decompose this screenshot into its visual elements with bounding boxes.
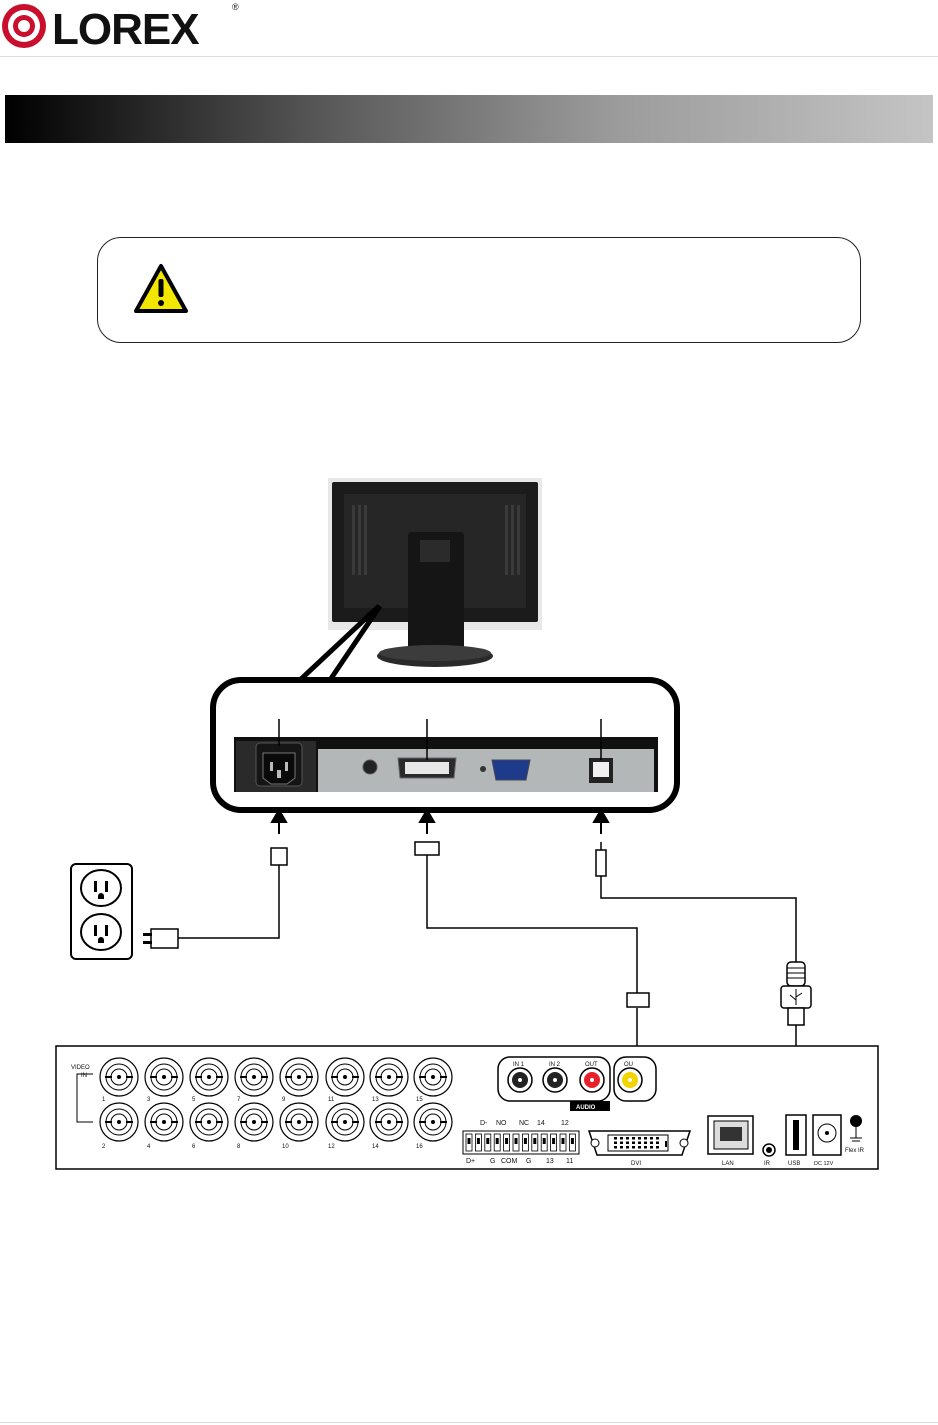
bnc-connector: 13 <box>369 1057 409 1103</box>
wall-outlet-icon <box>70 863 133 960</box>
bnc-connector: 15 <box>413 1057 453 1103</box>
dvr-usb-port: USB <box>785 1114 807 1167</box>
bnc-connector: 3 <box>144 1057 184 1103</box>
bnc-connector: 11 <box>325 1057 365 1103</box>
monitor-usb-port <box>589 758 613 783</box>
monitor-dvi-port <box>397 757 457 779</box>
dvr-dc-power-port: DC 12V <box>812 1114 842 1167</box>
usb-plug-end-top <box>595 849 607 877</box>
lan-label: LAN <box>722 1161 734 1167</box>
bnc-connector: 10 <box>279 1102 319 1150</box>
bnc-channel-number: 4 <box>147 1144 151 1150</box>
registered-mark: ® <box>232 2 239 12</box>
bnc-channel-number: 1 <box>102 1097 106 1103</box>
bnc-channel-number: 8 <box>237 1144 241 1150</box>
dvr-dvi-port: DVI <box>587 1130 692 1167</box>
lorex-logo: LOREX ® <box>2 2 239 52</box>
terminal-bottom-label: COM <box>501 1158 518 1165</box>
bnc-connector: 9 <box>279 1057 319 1103</box>
footer-divider <box>0 1422 938 1423</box>
logo-text: LOREX <box>52 5 199 52</box>
bnc-channel-number: 15 <box>416 1097 423 1103</box>
audio-in1-jack <box>507 1067 533 1093</box>
audio-in1-label: IN 1 <box>513 1062 525 1068</box>
alarm-terminal-block: D- NO NC 14 12 D+ G COM G 13 11 <box>462 1120 580 1165</box>
bnc-connector: 7 <box>234 1057 274 1103</box>
dvr-ir-port: IR <box>762 1143 776 1167</box>
usb-label: USB <box>788 1161 800 1167</box>
bnc-channel-number: 12 <box>328 1144 335 1150</box>
header-divider <box>0 56 938 57</box>
bnc-connector: 14 <box>369 1102 409 1150</box>
bnc-connector: 2 <box>99 1102 139 1150</box>
bnc-channel-number: 14 <box>372 1144 379 1150</box>
power-plug-end <box>270 847 288 866</box>
terminal-top-label: D- <box>480 1120 488 1127</box>
bnc-channel-number: 6 <box>192 1144 196 1150</box>
warning-callout <box>97 237 861 343</box>
video-in-label-2: IN <box>81 1073 87 1079</box>
dvr-flex-ir-port: Flex IR <box>845 1115 865 1154</box>
audio-in2-jack <box>542 1067 568 1093</box>
bnc-connector: 1 <box>99 1057 139 1103</box>
terminal-top-label: NC <box>519 1120 529 1127</box>
bnc-connector: 5 <box>189 1057 229 1103</box>
terminal-top-label: 12 <box>561 1120 569 1127</box>
terminal-bottom-label: 11 <box>566 1158 573 1165</box>
lorex-logo-icon <box>2 4 46 48</box>
monitor-power-socket <box>255 742 303 787</box>
upward-arrows <box>270 808 610 834</box>
audio-out-jack <box>579 1067 605 1093</box>
usb-symbol-icon <box>789 989 803 1005</box>
bnc-channel-number: 10 <box>282 1144 289 1150</box>
power-plug <box>143 928 179 949</box>
dvi-plug-end-top <box>414 841 440 856</box>
audio-in2-label: IN 2 <box>549 1062 561 1068</box>
terminal-top-label: 14 <box>537 1120 545 1127</box>
terminal-bottom-label: G <box>526 1158 531 1165</box>
terminal-bottom-label: D+ <box>466 1158 475 1165</box>
monitor-rear-view <box>328 478 542 667</box>
flex-ir-label: Flex IR <box>845 1148 865 1154</box>
terminal-bottom-label: 13 <box>546 1158 554 1165</box>
bnc-channel-number: 7 <box>237 1097 241 1103</box>
video-out-label: OU <box>624 1062 633 1068</box>
dvr-lan-port: LAN <box>707 1115 754 1167</box>
dvi-label: DVI <box>631 1161 641 1167</box>
audio-out-label: OUT <box>585 1062 598 1068</box>
monitor-audio-jack <box>362 759 378 775</box>
bnc-channel-number: 13 <box>372 1097 379 1103</box>
bnc-connector: 6 <box>189 1102 229 1150</box>
video-out-jack <box>617 1067 643 1093</box>
video-in-label: VIDEO <box>71 1065 90 1071</box>
bnc-channel-number: 16 <box>416 1144 423 1150</box>
monitor-port-panel <box>234 737 658 792</box>
usb-plug <box>780 961 812 1026</box>
bnc-connector: 8 <box>234 1102 274 1150</box>
bnc-connector: 16 <box>413 1102 453 1150</box>
dc-label: DC 12V <box>814 1161 834 1167</box>
bnc-channel-number: 5 <box>192 1097 196 1103</box>
bnc-channel-number: 11 <box>328 1097 335 1103</box>
warning-triangle-icon <box>134 264 188 313</box>
bnc-channel-number: 9 <box>282 1097 286 1103</box>
ir-label: IR <box>764 1161 771 1167</box>
bnc-connector: 12 <box>325 1102 365 1150</box>
terminal-top-label: NO <box>496 1120 507 1127</box>
audio-label-bar <box>570 1101 610 1111</box>
terminal-bottom-label: G <box>490 1158 495 1165</box>
monitor-vga-port <box>491 759 531 781</box>
section-title-bar <box>5 95 933 143</box>
bnc-channel-number: 2 <box>102 1144 106 1150</box>
audio-label: AUDIO <box>576 1105 596 1111</box>
bnc-channel-number: 3 <box>147 1097 151 1103</box>
dvi-plug-end-bottom <box>626 992 650 1008</box>
bnc-connector: 4 <box>144 1102 184 1150</box>
